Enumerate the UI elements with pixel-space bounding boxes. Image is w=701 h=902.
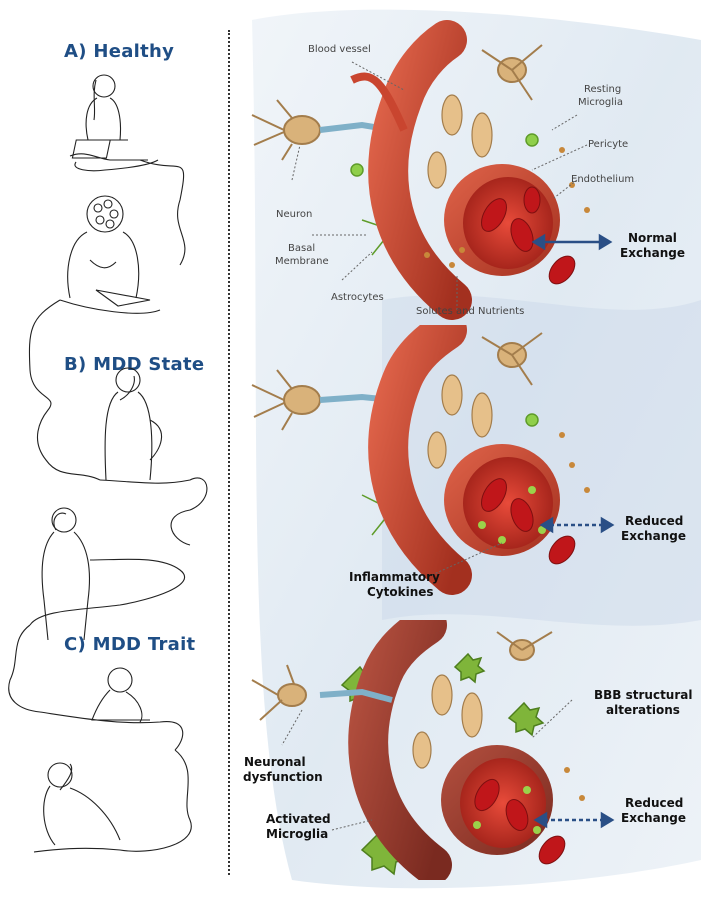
label-normal-exchange-1: Normal bbox=[628, 231, 677, 245]
label-neuronal-dysfunction-2: dysfunction bbox=[243, 770, 323, 784]
bbb-scene-mdd-trait bbox=[232, 620, 701, 880]
label-basal-membrane-1: Basal bbox=[288, 243, 315, 255]
label-inflammatory-cytokines-1: Inflammatory bbox=[349, 570, 440, 584]
label-reduced-exchange-b-1: Reduced bbox=[625, 514, 683, 528]
label-pericyte: Pericyte bbox=[588, 139, 628, 151]
label-endothelium: Endothelium bbox=[571, 174, 634, 186]
line-art-figures bbox=[0, 0, 228, 902]
label-bbb-structural-1: BBB structural bbox=[594, 688, 692, 702]
label-inflammatory-cytokines-2: Cytokines bbox=[367, 585, 434, 599]
figure-reading bbox=[60, 196, 160, 313]
bbb-scene-healthy bbox=[232, 20, 701, 320]
label-solutes-nutrients: Solutes and Nutrients bbox=[416, 306, 524, 318]
label-reduced-exchange-c-1: Reduced bbox=[625, 796, 683, 810]
figure-laptop bbox=[70, 75, 158, 171]
label-basal-membrane-2: Membrane bbox=[275, 256, 329, 268]
bbb-scene-mdd-state bbox=[232, 325, 701, 605]
figure-head-in-hand bbox=[100, 368, 207, 545]
label-reduced-exchange-b-2: Exchange bbox=[621, 529, 686, 543]
label-bbb-structural-2: alterations bbox=[606, 703, 680, 717]
label-reduced-exchange-c-2: Exchange bbox=[621, 811, 686, 825]
label-resting-microglia-2: Microglia bbox=[578, 97, 623, 109]
label-activated-microglia-1: Activated bbox=[266, 812, 331, 826]
left-panel: A) Healthy B) MDD State C) MDD Trait bbox=[0, 0, 228, 902]
figure-crouching bbox=[34, 750, 191, 852]
label-neuron: Neuron bbox=[276, 209, 312, 221]
label-activated-microglia-2: Microglia bbox=[266, 827, 328, 841]
label-normal-exchange-2: Exchange bbox=[620, 246, 685, 260]
figure-sitting bbox=[40, 668, 183, 750]
section-divider bbox=[228, 30, 230, 875]
label-astrocytes: Astrocytes bbox=[331, 292, 384, 304]
figure-standing bbox=[30, 508, 185, 640]
label-blood-vessel: Blood vessel bbox=[308, 44, 371, 56]
label-resting-microglia-1: Resting bbox=[584, 84, 621, 96]
label-neuronal-dysfunction-1: Neuronal bbox=[244, 755, 306, 769]
